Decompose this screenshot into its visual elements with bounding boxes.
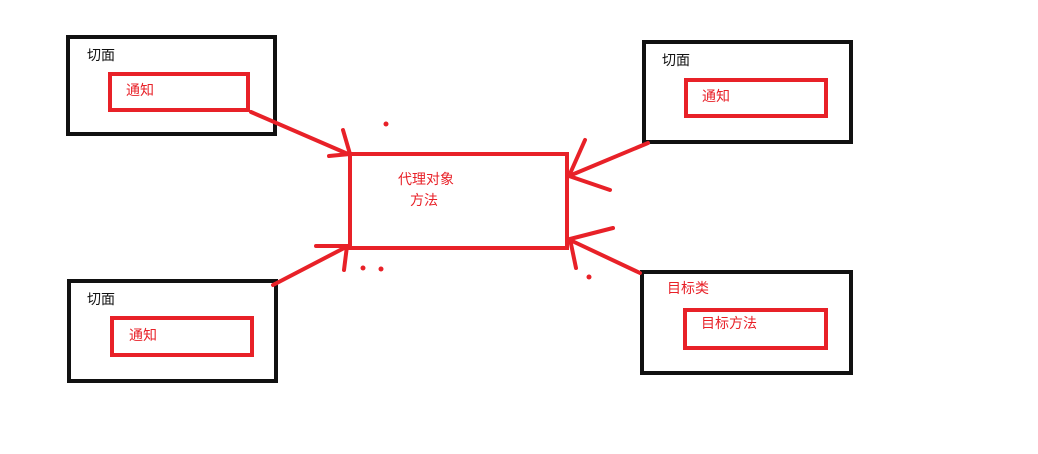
dot-mark: [360, 265, 366, 271]
target-method-label: 目标方法: [701, 316, 757, 332]
proxy-object-label: 代理对象: [398, 172, 454, 188]
arrow-bottom-right-shaft: [568, 238, 642, 275]
advice-box-top-left: [108, 72, 250, 112]
proxy-object-box: [348, 152, 569, 250]
arrow-top-right-head: [567, 138, 612, 192]
arrow-bottom-left-shaft: [271, 244, 350, 287]
advice-label-bottom-left: 通知: [129, 328, 157, 344]
aspect-box-bottom-left: [67, 279, 278, 383]
arrow-bottom-right-head: [568, 226, 615, 270]
aspect-title-top-right: 切面: [662, 53, 690, 69]
aspect-box-top-right: [642, 40, 853, 144]
advice-label-top-right: 通知: [702, 89, 730, 105]
proxy-method-label: 方法: [410, 193, 438, 209]
advice-box-bottom-left: [110, 316, 254, 357]
aspect-title-bottom-left: 切面: [87, 292, 115, 308]
dot-mark: [378, 266, 384, 272]
aspect-title-top-left: 切面: [87, 48, 115, 64]
aspect-box-top-left: [66, 35, 277, 136]
arrow-top-right-shaft: [567, 141, 650, 178]
target-class-title: 目标类: [667, 281, 709, 297]
advice-box-top-right: [684, 78, 828, 118]
dot-mark: [586, 274, 592, 280]
arrow-top-left-head: [327, 128, 352, 158]
target-class-box: [640, 270, 853, 375]
arrow-bottom-left-head: [314, 244, 349, 272]
advice-label-top-left: 通知: [126, 83, 154, 99]
dot-mark: [383, 121, 389, 127]
target-method-box: [683, 308, 828, 350]
